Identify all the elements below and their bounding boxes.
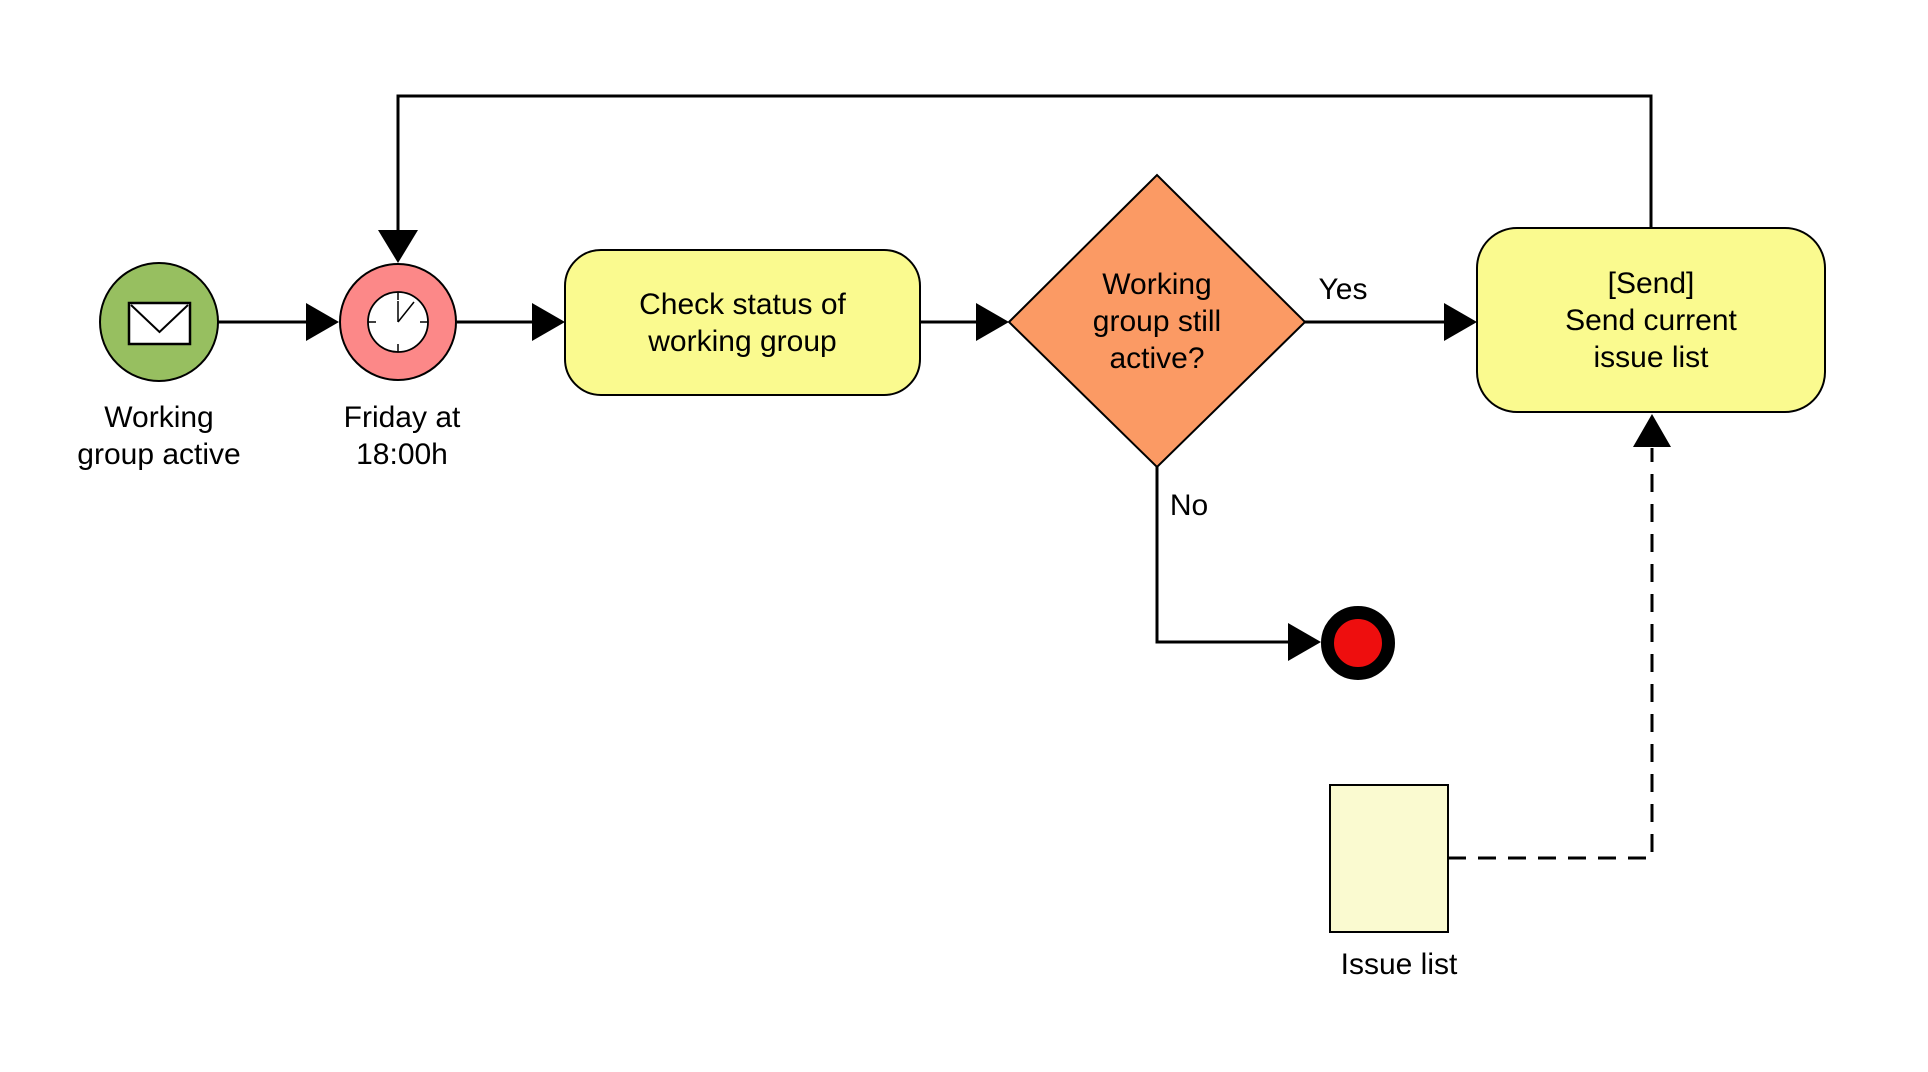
gateway-label: Working group still active?: [1092, 267, 1222, 375]
association-dataobject-to-send: [1448, 448, 1654, 860]
clock-icon: [367, 291, 429, 353]
data-object-label: Issue list: [1340, 948, 1458, 981]
check-task-label: Check status of working group: [639, 287, 846, 358]
arrowhead-into-gateway: [976, 303, 1009, 341]
flow-send-loop-to-timer: [396, 94, 1653, 232]
task-send-issue-list[interactable]: [1476, 227, 1826, 413]
yes-flow-label: Yes: [1318, 273, 1368, 306]
message-start-event[interactable]: [99, 262, 219, 382]
start-event-label: Working group active: [77, 401, 241, 471]
arrowhead-into-end: [1288, 623, 1321, 661]
arrowhead-into-send-bottom: [1633, 414, 1671, 447]
arrowhead-into-timer-left: [306, 303, 339, 341]
timer-event-label: Friday at 18:00h: [343, 401, 461, 471]
arrowhead-into-timer-top: [378, 230, 418, 263]
gateway-working-group-active[interactable]: [1007, 173, 1307, 469]
send-task-label: [Send] Send current issue list: [1565, 266, 1737, 374]
data-object-issue-list[interactable]: [1329, 784, 1449, 933]
arrowhead-into-send-left: [1444, 303, 1477, 341]
no-flow-label: No: [1169, 489, 1209, 522]
flow-gateway-to-end-no: [1155, 467, 1290, 644]
arrowhead-into-check: [532, 303, 565, 341]
envelope-icon: [127, 301, 192, 346]
end-event-inner: [1333, 618, 1383, 668]
task-check-status[interactable]: [564, 249, 921, 396]
timer-intermediate-event[interactable]: [339, 263, 457, 381]
end-event[interactable]: [1321, 606, 1395, 680]
end-event-ring[interactable]: [1321, 606, 1395, 680]
